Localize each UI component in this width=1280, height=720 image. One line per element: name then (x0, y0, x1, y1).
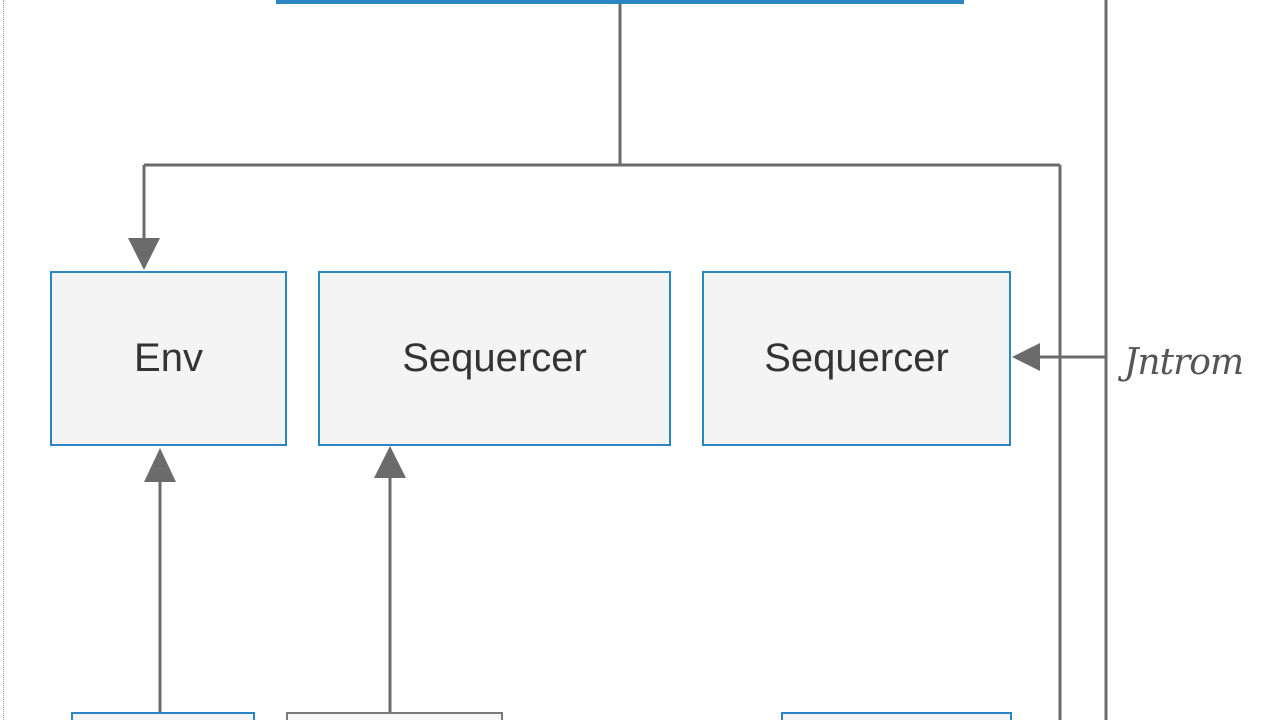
env-block-label: Env (134, 336, 203, 380)
env-block: Env (50, 271, 287, 446)
sequencer-block-1: Sequercer (318, 271, 671, 446)
bottom-block-right (781, 712, 1012, 720)
bottom-block-middle (286, 712, 503, 720)
arrowhead-sequencer-right (1012, 343, 1040, 371)
sequencer-block-2-label: Sequercer (764, 336, 949, 380)
sequencer-block-1-label: Sequercer (402, 336, 587, 380)
arrowhead-env-bottom (144, 448, 176, 482)
top-block-edge (276, 0, 964, 4)
side-signal-label: Jntrom (1124, 342, 1244, 383)
frame-left-edge (3, 0, 4, 720)
bottom-block-left (71, 712, 255, 720)
sequencer-block-2: Sequercer (702, 271, 1011, 446)
arrowhead-env-top (128, 238, 160, 270)
arrowhead-sequencer-bottom (374, 446, 406, 478)
